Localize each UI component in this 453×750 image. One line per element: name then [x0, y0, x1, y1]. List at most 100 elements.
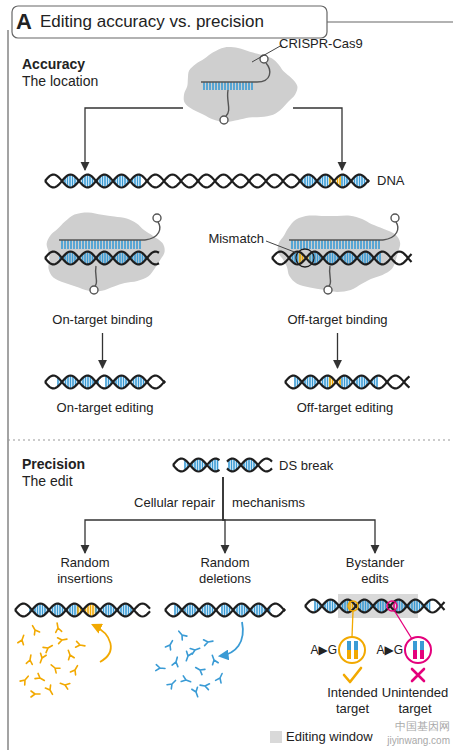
- nucleotide-symbol: [59, 680, 70, 689]
- base-pair: [324, 376, 326, 388]
- rna-base: [354, 240, 356, 249]
- nucleotide-symbol: [194, 665, 205, 675]
- nucleotide-symbol: [26, 655, 33, 665]
- illustration-node: Off-target editing: [275, 368, 415, 418]
- annotation-label: Unintended target: [377, 685, 453, 717]
- rna-base: [79, 240, 81, 249]
- connector-arrow: [293, 108, 342, 170]
- base-pair: [259, 604, 261, 617]
- illustration-node: Random deletions: [165, 553, 285, 591]
- base-pair: [324, 175, 326, 188]
- rna-hairpin: [145, 222, 160, 240]
- base-pair: [120, 376, 122, 389]
- rna-base: [242, 82, 244, 90]
- rna-base: [67, 240, 69, 249]
- rna-base: [203, 82, 205, 90]
- rna-base: [339, 240, 341, 249]
- nucleotide-symbol: [209, 654, 218, 665]
- rna-loop: [90, 286, 98, 294]
- dna-strand: [165, 604, 285, 617]
- rna-base: [127, 240, 129, 249]
- nucleotide-symbol: [167, 678, 178, 689]
- nucleotide-symbol: [176, 629, 186, 640]
- connector-arrow: [223, 477, 225, 553]
- rna-loop: [391, 214, 399, 222]
- connector-arrow: [223, 477, 375, 553]
- edit-site: [348, 601, 358, 611]
- nucleotide-symbol: [172, 656, 180, 666]
- rna-base: [94, 240, 96, 249]
- base-pair: [122, 252, 124, 265]
- dna-strand: [45, 376, 165, 389]
- base-pair: [294, 376, 296, 389]
- base-pair: [221, 604, 223, 616]
- dna-strand: [15, 604, 150, 617]
- insertion-arrow: [93, 625, 111, 662]
- base-pair: [327, 175, 329, 187]
- base-bar: [347, 650, 351, 659]
- base-pair: [42, 604, 44, 616]
- base-pair: [72, 604, 74, 616]
- rna-base: [130, 240, 132, 249]
- base-pair: [361, 175, 363, 187]
- rna-backbone: [289, 239, 383, 240]
- base-pair: [84, 252, 86, 264]
- base-pair: [59, 604, 61, 616]
- rna-base: [348, 240, 350, 249]
- dna-strand: [285, 376, 410, 389]
- rna-loop: [153, 214, 161, 222]
- rna-base: [236, 82, 238, 90]
- rna-base: [70, 240, 72, 249]
- rna-base: [76, 240, 78, 249]
- rna-base: [291, 240, 293, 249]
- base-pair: [174, 604, 176, 617]
- dna-strand: [45, 252, 159, 265]
- base-pair: [347, 252, 349, 265]
- rna-base: [312, 240, 314, 249]
- rna-base: [109, 240, 111, 249]
- illustration-node: On-target editing: [40, 368, 170, 418]
- legend-label: Editing window: [286, 729, 390, 745]
- illustration-node: Random insertions: [25, 553, 145, 591]
- base-pair: [251, 459, 253, 471]
- nucleotide-symbol: [35, 673, 46, 683]
- leader-line: [394, 610, 412, 639]
- base-pair: [90, 604, 92, 617]
- legend-swatch: [270, 731, 282, 743]
- rna-base: [300, 240, 302, 249]
- base-pair: [224, 604, 226, 617]
- node-label: Bystander edits: [335, 555, 415, 587]
- base-pair: [344, 175, 346, 187]
- connector-arrow: [85, 108, 183, 170]
- mismatch-marker: [296, 249, 314, 267]
- nucleotide-symbol: [183, 651, 192, 662]
- zoom-circle: [339, 637, 365, 663]
- cross-mark: [412, 669, 424, 681]
- base-pair: [329, 252, 331, 265]
- nucleotide-symbol: [165, 639, 175, 650]
- base-pair: [329, 600, 331, 613]
- check-mark: [344, 668, 361, 682]
- base-pair: [207, 604, 209, 617]
- base-pair: [89, 252, 91, 264]
- base-pair: [122, 175, 124, 188]
- rna-base: [97, 240, 99, 249]
- annotation-label: mechanisms: [232, 495, 332, 511]
- base-bar: [420, 650, 424, 659]
- leader-line: [352, 611, 353, 637]
- base-pair: [137, 252, 139, 265]
- rna-base: [318, 240, 320, 249]
- annotation-label: A: [16, 9, 38, 35]
- rna-base: [100, 240, 102, 249]
- base-pair: [84, 175, 86, 187]
- dna-strand: [272, 252, 412, 265]
- dna-strand: [45, 175, 369, 188]
- rna-base: [324, 240, 326, 249]
- base-pair: [346, 376, 348, 388]
- base-pair: [199, 459, 201, 472]
- rna-base: [121, 240, 123, 249]
- base-pair: [256, 604, 258, 617]
- base-pair: [138, 376, 140, 389]
- node-label: Off-target editing: [270, 400, 420, 416]
